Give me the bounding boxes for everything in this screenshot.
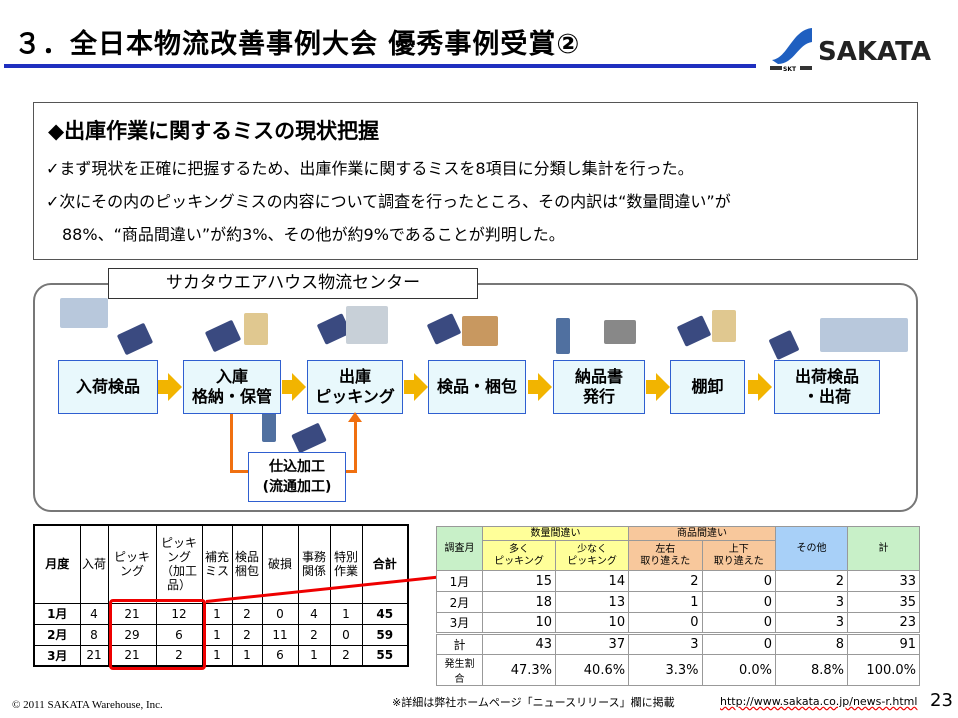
table-header-row: 月度 入荷 ピッキング ピッキング（加工品） 補充ミス 検品梱包 破損 事務関係… <box>33 524 409 604</box>
flow-step-shipping: 出荷検品 ・出荷 <box>774 360 880 414</box>
truck-loading-icon <box>820 318 908 352</box>
flow-panel-label: サカタウエアハウス物流センター <box>108 268 478 299</box>
summary-line: 88%、“商品間違い”が約3%、その他が約9%であることが判明した。 <box>46 225 565 244</box>
picking-error-table: 調査月 数量間違い 商品間違い その他 計 多く ピッキング 少なく ピッキング… <box>436 526 920 686</box>
sakata-logo: SKT SAKATA <box>768 24 953 76</box>
svg-text:SKT: SKT <box>783 66 797 73</box>
svg-text:SAKATA: SAKATA <box>818 37 931 67</box>
summary-line: ✓次にその内のピッキングミスの内容について調査を行ったところ、その内訳は“数量間… <box>46 192 731 211</box>
flow-connector <box>230 470 248 473</box>
boxes-icon <box>712 310 736 342</box>
flow-arrow <box>282 373 306 401</box>
flow-arrow <box>158 373 182 401</box>
arrowhead-icon <box>348 412 362 422</box>
flow-step-storage: 入庫 格納・保管 <box>183 360 281 414</box>
flow-step-inspection-packing: 検品・梱包 <box>428 360 526 414</box>
flow-arrow <box>646 373 670 401</box>
worker-icon <box>556 318 570 354</box>
printer-icon <box>604 320 636 344</box>
title-rule <box>4 64 756 68</box>
shelf-worker-icon <box>346 306 388 344</box>
summary-box: ◆出庫作業に関するミスの現状把握 ✓まず現状を正確に把握するため、出庫作業に関す… <box>33 102 918 260</box>
flow-arrow <box>404 373 428 401</box>
highlight-box <box>109 599 206 670</box>
flow-arrow <box>528 373 552 401</box>
boxes-icon <box>244 313 268 345</box>
summary-heading: ◆出庫作業に関するミスの現状把握 <box>48 119 380 143</box>
flow-connector <box>346 470 357 473</box>
page-title: ３．全日本物流改善事例大会 優秀事例受賞② <box>14 29 581 60</box>
flow-step-processing: 仕込加工 (流通加工) <box>248 452 346 502</box>
truck-icon <box>60 298 108 328</box>
flow-arrow <box>748 373 772 401</box>
summary-line: ✓まず現状を正確に把握するため、出庫作業に関するミスを8項目に分類し集計を行った… <box>46 159 694 178</box>
flow-connector <box>354 420 357 473</box>
flow-step-invoice: 納品書 発行 <box>553 360 645 414</box>
page-number: 23 <box>930 690 953 711</box>
footer-note: ※詳細は弊社ホームページ「ニュースリリース」欄に掲載 <box>392 696 675 709</box>
flow-step-inventory: 棚卸 <box>670 360 745 414</box>
news-url-link[interactable]: http://www.sakata.co.jp/news-r.html <box>720 695 918 708</box>
worker-icon <box>262 410 276 442</box>
copyright: © 2011 SAKATA Warehouse, Inc. <box>12 699 163 711</box>
error-category-table: 月度 入荷 ピッキング ピッキング（加工品） 補充ミス 検品梱包 破損 事務関係… <box>33 524 409 667</box>
flow-step-receiving-inspection: 入荷検品 <box>58 360 158 414</box>
flow-step-picking: 出庫 ピッキング <box>307 360 403 414</box>
flow-connector <box>230 414 233 472</box>
packing-worker-icon <box>462 316 498 346</box>
